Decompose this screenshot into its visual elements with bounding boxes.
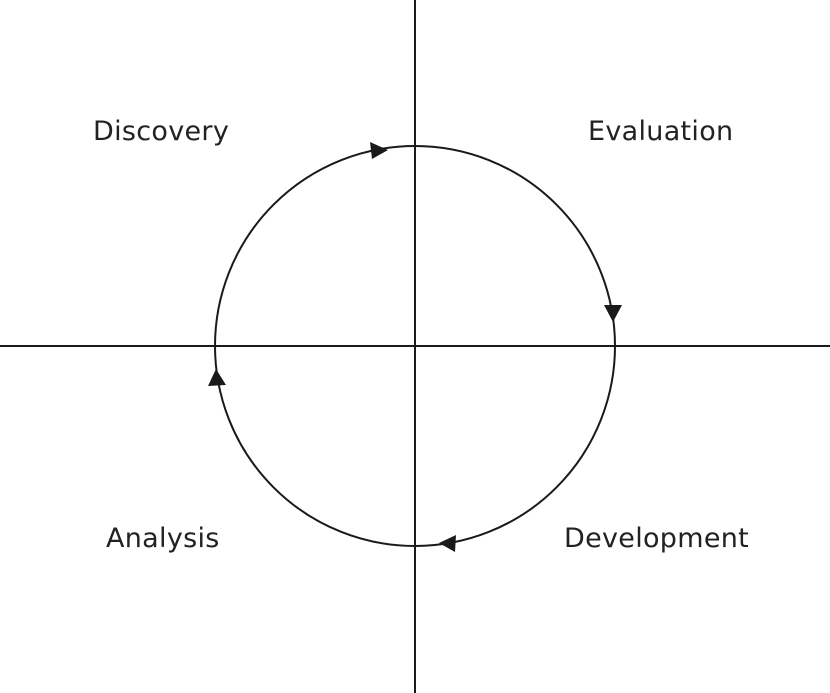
arrow-icon-bottom bbox=[439, 535, 456, 552]
cycle-circle bbox=[214, 145, 616, 547]
arrow-icon-left bbox=[208, 369, 226, 386]
quadrant-label-development: Development bbox=[564, 523, 750, 554]
quadrant-label-discovery: Discovery bbox=[93, 116, 230, 147]
arrow-icon-right bbox=[604, 305, 622, 322]
quadrant-label-evaluation: Evaluation bbox=[588, 116, 734, 147]
quadrant-label-analysis: Analysis bbox=[106, 523, 220, 554]
arrow-icon-top bbox=[370, 142, 388, 159]
